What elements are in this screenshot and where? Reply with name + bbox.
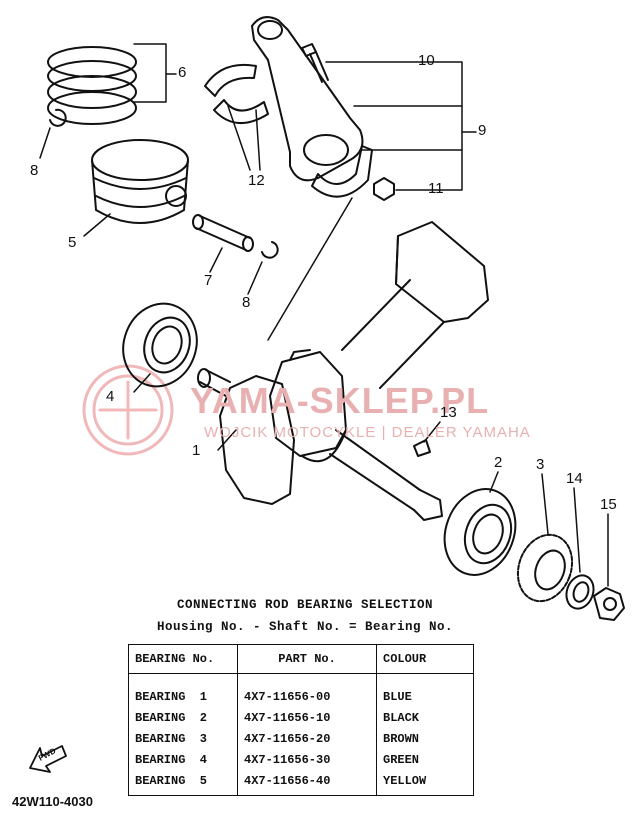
selection-title: CONNECTING ROD BEARING SELECTION	[176, 598, 434, 612]
cell-bearing: BEARING 4	[128, 749, 238, 770]
timing-gear	[516, 533, 574, 603]
callout-6: 6	[178, 64, 187, 81]
table-row: BEARING 3 4X7-11656-20 BROWN	[128, 728, 474, 749]
piston-pin	[192, 214, 254, 252]
connecting-rod-cap	[311, 145, 373, 198]
piston-rings	[47, 46, 137, 125]
table-row: BEARING 2 4X7-11656-10 BLACK	[128, 707, 474, 728]
cell-part-no: 4X7-11656-30	[237, 749, 377, 770]
watermark-subtext: WOJCIK MOTOCYKLE | DEALER YAMAHA	[204, 424, 531, 441]
table-header-row: BEARING No. PART No. COLOUR	[128, 644, 474, 674]
callout-8-upper: 8	[30, 162, 39, 179]
header-colour: COLOUR	[376, 644, 474, 674]
selection-formula: Housing No. - Shaft No. = Bearing No.	[156, 620, 454, 634]
washer	[565, 574, 595, 610]
connecting-rod	[251, 16, 364, 182]
watermark-logo	[82, 364, 174, 456]
connecting-rod-nut	[373, 177, 395, 201]
callout-4: 4	[106, 388, 115, 405]
cell-bearing: BEARING 3	[128, 728, 238, 749]
leader-rod-to-crank	[267, 197, 353, 341]
callout-1: 1	[192, 442, 201, 459]
callout-9: 9	[478, 122, 487, 139]
cell-bearing: BEARING 2	[128, 707, 238, 728]
cell-colour: GREEN	[376, 749, 474, 770]
cell-part-no: 4X7-11656-00	[237, 673, 377, 707]
cell-colour: BROWN	[376, 728, 474, 749]
bearing-selection-table: BEARING No. PART No. COLOUR BEARING 1 4X…	[128, 644, 474, 796]
header-part-no: PART No.	[237, 644, 377, 674]
callout-3: 3	[536, 456, 545, 473]
cell-part-no: 4X7-11656-10	[237, 707, 377, 728]
callout-12: 12	[248, 172, 265, 189]
fwd-arrow-icon	[29, 745, 67, 773]
crankshaft-nut	[593, 587, 625, 621]
callout-5: 5	[68, 234, 77, 251]
cell-part-no: 4X7-11656-40	[237, 770, 377, 796]
callout-leaders	[39, 43, 609, 587]
header-bearing-no: BEARING No.	[128, 644, 238, 674]
callout-2: 2	[494, 454, 503, 471]
cell-colour: BLACK	[376, 707, 474, 728]
callout-15: 15	[600, 496, 617, 513]
cell-part-no: 4X7-11656-20	[237, 728, 377, 749]
crankshaft	[197, 221, 489, 521]
main-bearing-left	[122, 302, 198, 388]
diagram-code: 42W110-4030	[12, 794, 93, 809]
cell-bearing: BEARING 1	[128, 673, 238, 707]
woodruff-key	[413, 439, 431, 457]
table-row: BEARING 5 4X7-11656-40 YELLOW	[128, 770, 474, 796]
callout-8-lower: 8	[242, 294, 251, 311]
callout-14: 14	[566, 470, 583, 487]
connecting-rod-bolt	[301, 43, 329, 83]
callout-13: 13	[440, 404, 457, 421]
circlip-lower	[261, 241, 279, 259]
big-end-bearing-shells	[204, 64, 269, 125]
callout-10: 10	[418, 52, 435, 69]
table-row: BEARING 4 4X7-11656-30 GREEN	[128, 749, 474, 770]
cell-colour: YELLOW	[376, 770, 474, 796]
cell-colour: BLUE	[376, 673, 474, 707]
circlip-upper	[49, 108, 67, 127]
callout-11: 11	[428, 180, 444, 197]
callout-7: 7	[204, 272, 213, 289]
cell-bearing: BEARING 5	[128, 770, 238, 796]
piston	[91, 139, 189, 224]
table-row: BEARING 1 4X7-11656-00 BLUE	[128, 673, 474, 707]
main-bearing-right	[443, 488, 517, 576]
watermark-text: YAMA-SKLEP.PL	[190, 380, 490, 421]
